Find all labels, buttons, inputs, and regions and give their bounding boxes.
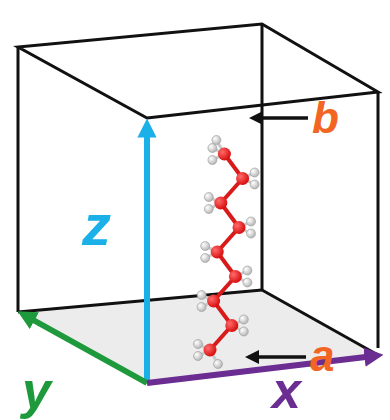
axis-label: x (272, 364, 301, 416)
x-axis (147, 356, 374, 383)
axis-label: z (82, 196, 111, 254)
cube-edges (18, 24, 378, 355)
callout-letter: a (310, 334, 334, 378)
alkane-chain (194, 136, 260, 369)
leader-arrow (252, 355, 306, 359)
z-axis (144, 128, 150, 383)
leader-arrow (256, 116, 308, 120)
floor (18, 290, 378, 383)
axis-label: y (22, 364, 51, 416)
callout-letter: b (312, 96, 339, 140)
